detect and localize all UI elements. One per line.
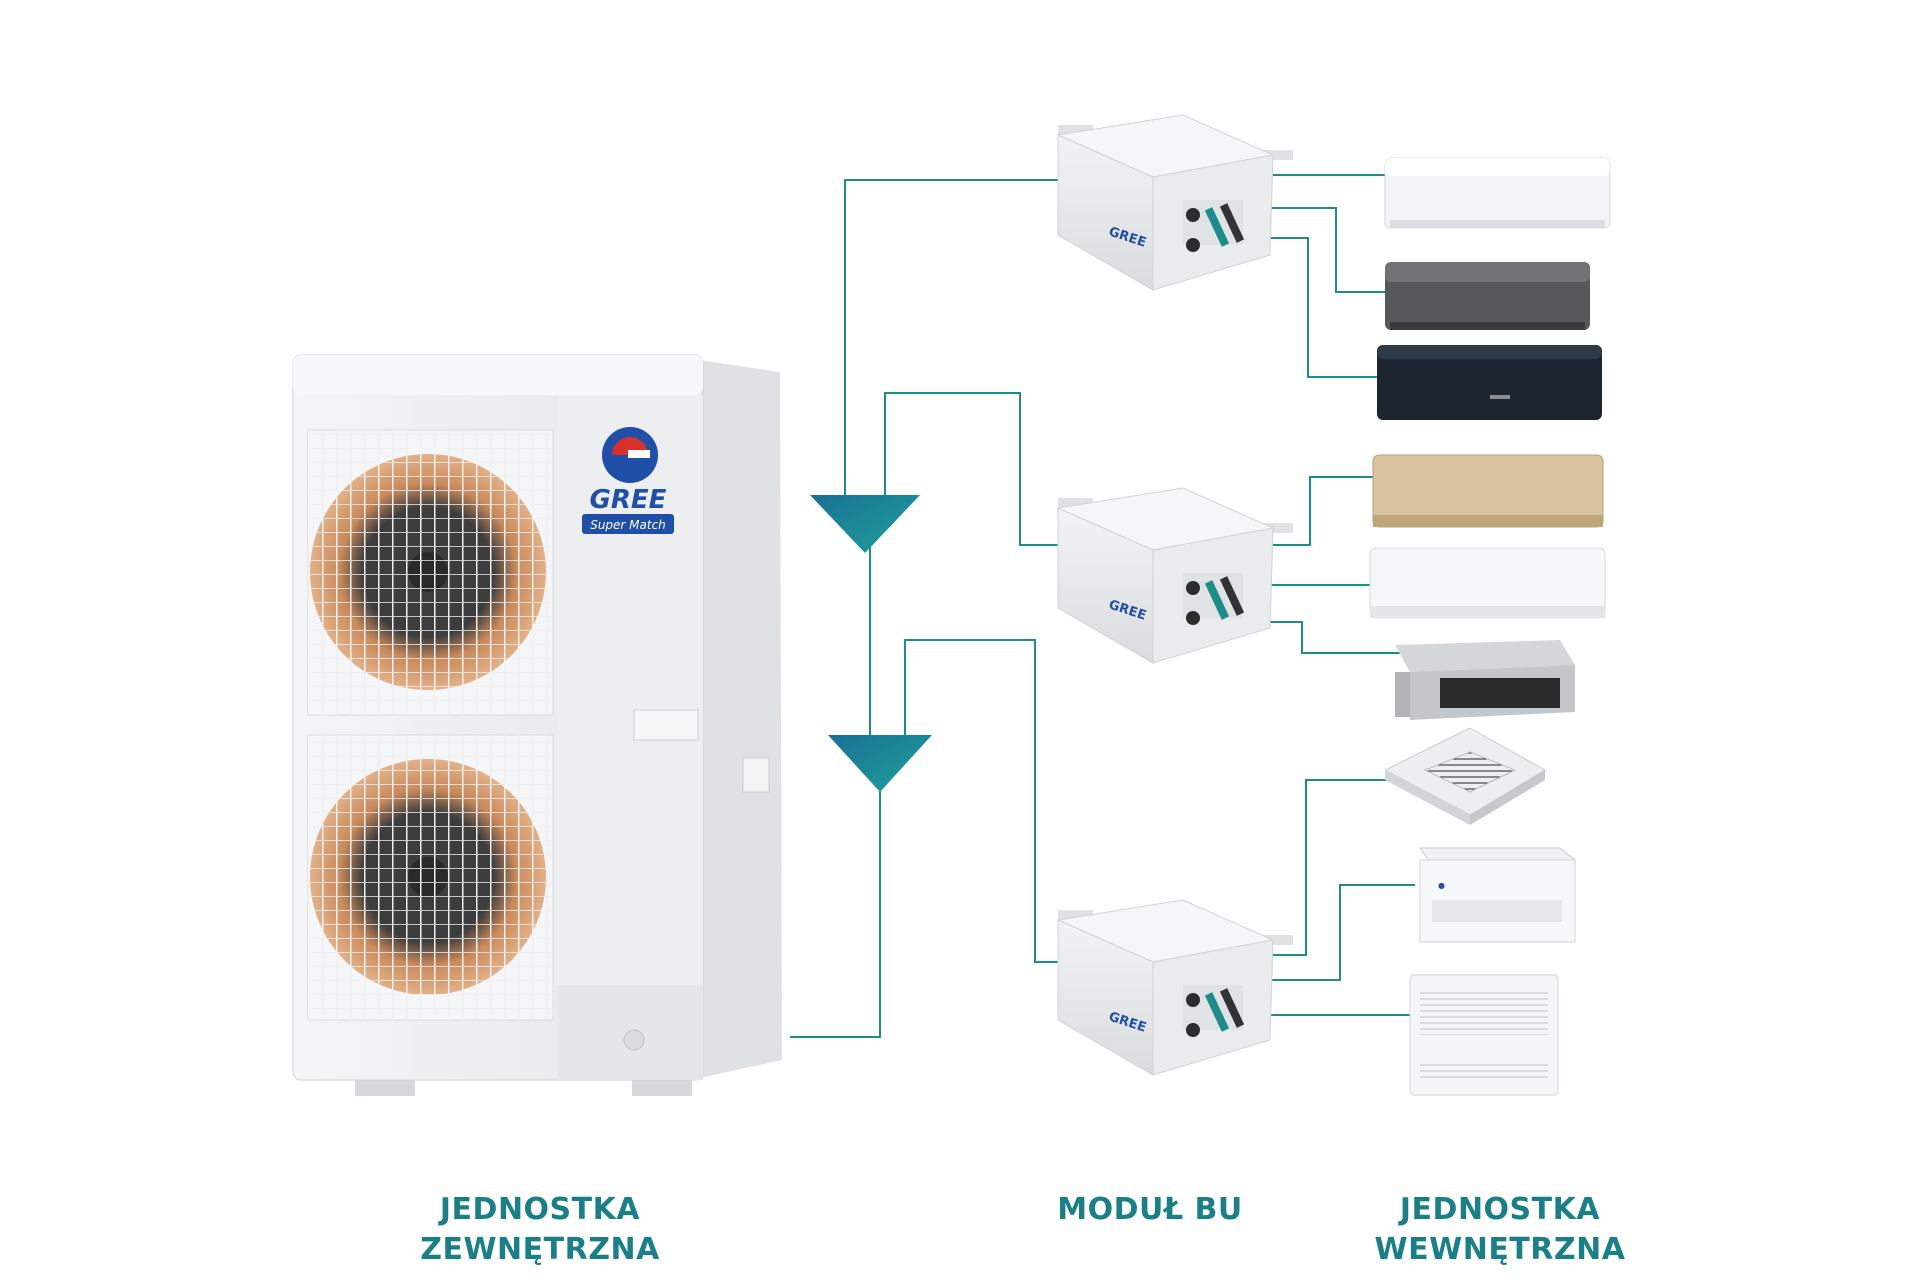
indoor-unit-wall-white-2 xyxy=(1369,547,1606,619)
pipe-branch-bu1 xyxy=(844,179,1060,495)
indoor-unit-wall-black xyxy=(1377,345,1602,420)
pipe-branch-bu2 xyxy=(884,392,1060,546)
indoor-unit-wall-gold xyxy=(1372,454,1604,528)
pipe-outdoor-trunk xyxy=(790,780,881,1038)
outdoor-unit: GREE Super Match xyxy=(292,354,782,1096)
indoor-unit-wall-grey xyxy=(1385,262,1590,330)
caption-outdoor-unit: JEDNOSTKA ZEWNĘTRZNA xyxy=(380,1190,700,1270)
indoor-logo-small: ● xyxy=(1438,881,1445,890)
indoor-unit-duct xyxy=(1395,640,1575,720)
pipe-bu1-indoor2 xyxy=(1270,207,1385,293)
caption-bu-module: MODUŁ BU xyxy=(1030,1190,1270,1230)
piping-lines xyxy=(790,174,1415,1038)
pipe-bu1-indoor3 xyxy=(1270,237,1385,378)
pipe-bu2-indoor4 xyxy=(1270,476,1380,546)
indoor-unit-ceiling-floor: ● xyxy=(1419,847,1577,943)
pipe-bu3-indoor7 xyxy=(1270,779,1400,956)
outdoor-subbrand-text: Super Match xyxy=(590,518,666,532)
distributor-triangle-upper xyxy=(810,495,920,553)
gree-logo: GREE Super Match xyxy=(582,427,674,534)
pipe-branch-bu3 xyxy=(904,639,1060,963)
indoor-unit-wall-white-1 xyxy=(1384,157,1611,229)
bu-module-2: GREE xyxy=(1056,487,1293,664)
caption-indoor-line1: JEDNOSTKA xyxy=(1399,1192,1601,1227)
caption-indoor-line2: WEWNĘTRZNA xyxy=(1374,1232,1626,1267)
pipe-bu2-indoor6 xyxy=(1270,621,1400,654)
bu-module-1: GREE xyxy=(1056,114,1293,291)
distributor-triangle-lower xyxy=(828,735,932,792)
bu-module-3: GREE xyxy=(1056,899,1293,1076)
caption-outdoor-line2: ZEWNĘTRZNA xyxy=(420,1232,660,1267)
indoor-unit-cassette xyxy=(1383,727,1546,825)
outdoor-brand-text: GREE xyxy=(590,485,667,515)
caption-bu-line1: MODUŁ BU xyxy=(1057,1192,1243,1227)
caption-indoor-unit: JEDNOSTKA WEWNĘTRZNA xyxy=(1340,1190,1660,1270)
pipe-bu3-indoor8 xyxy=(1270,884,1415,981)
indoor-unit-console xyxy=(1409,974,1559,1096)
caption-outdoor-line1: JEDNOSTKA xyxy=(439,1192,641,1227)
